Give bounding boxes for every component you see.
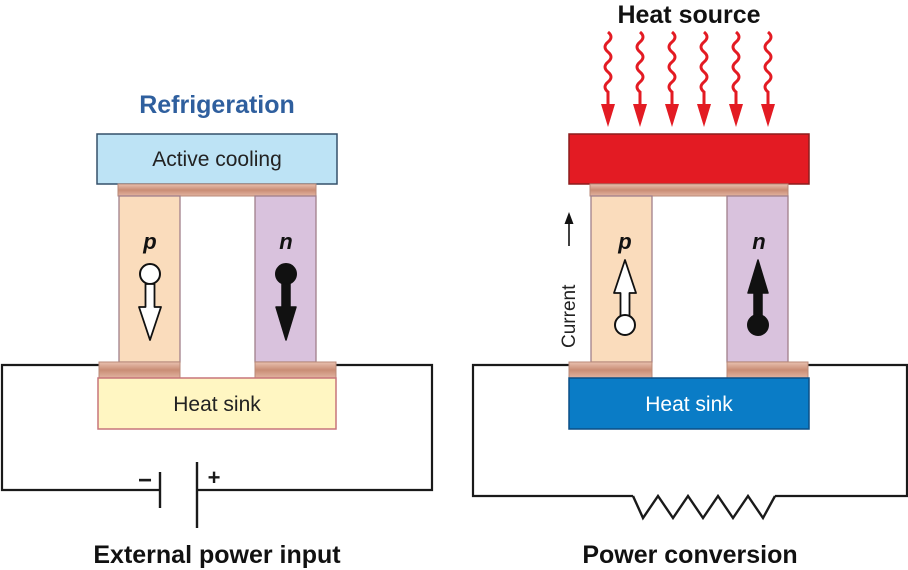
electron-arrow-icon: [275, 263, 297, 341]
left-p-label: p: [142, 229, 156, 254]
hole-arrow-icon: [138, 263, 162, 341]
power-conversion-caption: Power conversion: [582, 541, 797, 569]
heat-wave-arrow-icon: [665, 30, 679, 127]
right-heat-sink-label: Heat sink: [645, 393, 733, 416]
active-cooling-plate: [96, 133, 338, 185]
refrigeration-title: Refrigeration: [139, 91, 295, 119]
left-n-label: n: [279, 229, 292, 254]
heat-wave-arrow-icon: [761, 30, 775, 127]
left-heat-sink: [97, 377, 337, 430]
current-arrow-icon: [564, 212, 574, 246]
left-circuit-wire: [0, 363, 434, 492]
left-bottom-connector-n: [254, 361, 337, 379]
current-label: Current: [559, 284, 580, 348]
right-bottom-connector-n: [726, 361, 809, 379]
right-top-connector: [589, 183, 789, 197]
active-cooling-label: Active cooling: [152, 148, 282, 171]
refrigeration-panel: Refrigeration − + Active cooling p n: [0, 91, 434, 569]
resistor-icon: [631, 493, 777, 521]
right-circuit-wire: [471, 363, 908, 498]
right-p-label: p: [617, 229, 631, 254]
left-heat-sink-label: Heat sink: [173, 393, 261, 416]
left-bottom-connector-p: [98, 361, 181, 379]
heat-wave-arrow-icon: [601, 30, 615, 127]
battery-minus-sign: −: [138, 467, 152, 494]
heat-source-title: Heat source: [617, 1, 760, 29]
heat-arrows: [601, 30, 775, 127]
right-heat-sink: [568, 377, 810, 430]
heat-wave-arrow-icon: [697, 30, 711, 127]
right-n-label: n: [752, 229, 765, 254]
heat-wave-arrow-icon: [633, 30, 647, 127]
hole-arrow-icon: [613, 259, 637, 336]
power-conversion-panel: Heat source: [471, 1, 908, 569]
electron-arrow-icon: [747, 259, 769, 336]
heat-source-plate: [568, 133, 810, 185]
left-top-connector: [117, 183, 317, 197]
heat-wave-arrow-icon: [729, 30, 743, 127]
battery-plus-sign: +: [208, 465, 221, 490]
battery-icon: [158, 462, 199, 528]
right-bottom-connector-p: [568, 361, 653, 379]
external-power-caption: External power input: [93, 541, 341, 569]
